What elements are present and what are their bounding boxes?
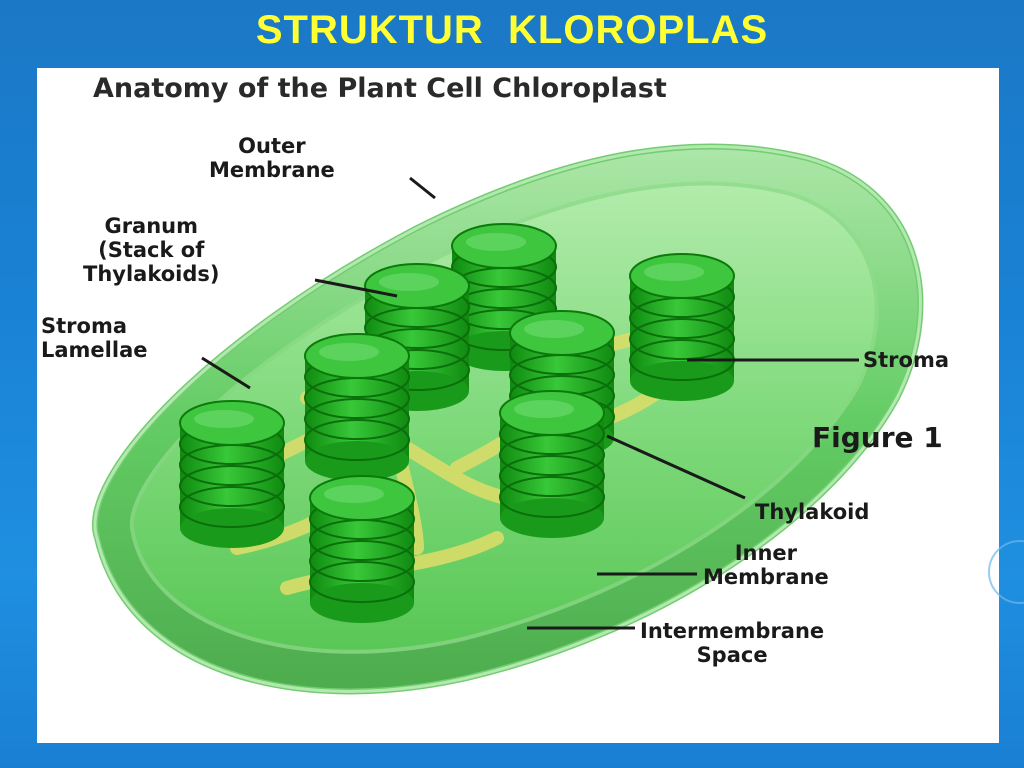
label-stroma-line1: Stroma [863, 348, 949, 372]
diagram-title: Anatomy of the Plant Cell Chloroplast [93, 73, 667, 104]
slide-title: STRUKTUR KLOROPLAS [255, 8, 769, 52]
label-inner-membrane: Inner Membrane [703, 541, 829, 589]
label-stroma: Stroma [863, 348, 949, 372]
label-granum-line2: (Stack of [98, 238, 205, 262]
label-granum: Granum (Stack of Thylakoids) [83, 214, 220, 286]
label-intermembrane-space: Intermembrane Space [640, 619, 824, 667]
chloroplast-illustration [92, 143, 924, 695]
label-inner-membrane-line2: Membrane [703, 565, 829, 589]
label-outer-membrane-line1: Outer [238, 134, 306, 158]
label-inner-membrane-line1: Inner [734, 541, 798, 565]
label-outer-membrane-line2: Membrane [209, 158, 335, 182]
label-stroma-lamellae: Stroma Lamellae [41, 314, 148, 362]
label-granum-line1: Granum [104, 214, 199, 238]
label-stroma-lamellae-line2: Lamellae [41, 338, 148, 362]
leader-lines [201, 176, 859, 630]
label-thylakoid: Thylakoid [755, 500, 869, 524]
figure-label: Figure 1 [812, 421, 943, 454]
label-intermembrane-space-line1: Intermembrane [640, 619, 825, 643]
outer-rim-highlight [93, 145, 922, 693]
diagram-panel: Anatomy of the Plant Cell Chloroplast Ou… [37, 68, 999, 743]
label-thylakoid-line1: Thylakoid [755, 500, 870, 524]
label-stroma-lamellae-line1: Stroma [41, 314, 127, 338]
label-outer-membrane: Outer Membrane [209, 134, 335, 182]
label-granum-line3: Thylakoids) [83, 262, 220, 286]
label-intermembrane-space-line2: Space [696, 643, 768, 667]
